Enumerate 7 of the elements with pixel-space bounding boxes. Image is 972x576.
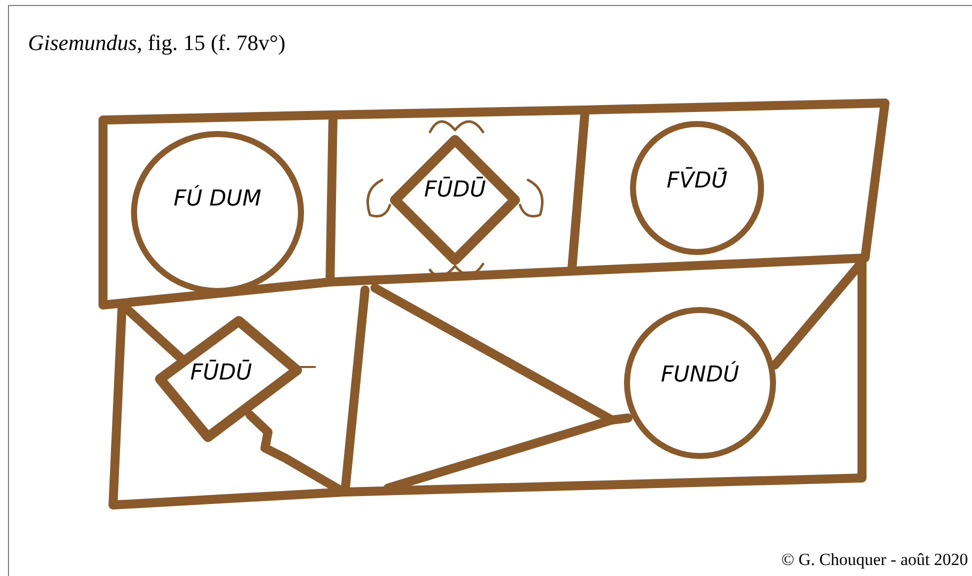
copyright-caption: © G. Chouquer - août 2020 [781,550,968,570]
handwritten-label: FV̄DŪ́ [666,168,728,194]
handwritten-label: FUNDÚ [660,362,740,388]
handwritten-label: FŪDŪ [190,360,252,386]
handwritten-label: FÚ DUM [174,186,262,212]
figure-title: Gisemundus, fig. 15 (f. 78v°) [28,30,286,56]
handwritten-label: FŪDŪ [424,177,486,202]
